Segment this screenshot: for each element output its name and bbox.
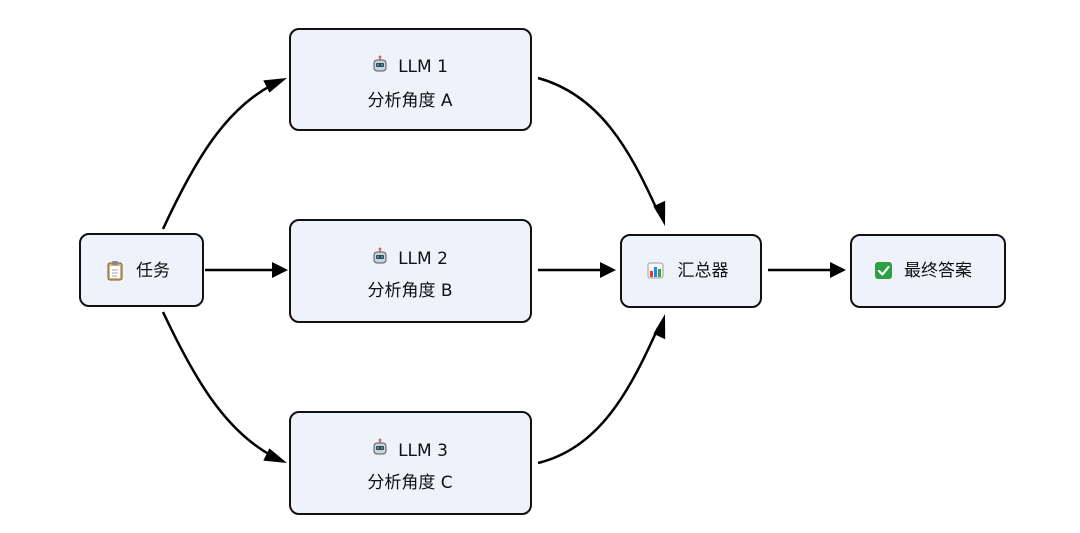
arrowhead-llm3-to-aggregator [653,314,666,340]
bar-chart-icon [647,262,664,279]
node-llm2: LLM 2 分析角度 B [289,219,532,323]
arrowhead-aggregator-to-final [830,262,846,278]
robot-icon [373,438,387,455]
edge-llm3-to-aggregator [537,327,660,465]
node-llm2-subtitle: 分析角度 B [367,281,452,301]
node-llm3-title: LLM 3 [398,441,448,461]
node-task-box [79,233,204,307]
check-mark-icon [875,262,892,279]
edge-llm1-to-aggregator [537,76,660,213]
arrowhead-task-to-llm2 [272,262,288,278]
node-llm1-subtitle: 分析角度 A [367,91,452,111]
robot-icon [373,247,387,264]
arrowhead-llm2-to-aggregator [600,262,616,278]
node-llm3-subtitle: 分析角度 C [367,473,452,493]
node-llm3: LLM 3 分析角度 C [289,411,532,515]
node-final: 最终答案 [850,234,1006,308]
node-final-label: 最终答案 [904,261,972,281]
node-final-box [850,234,1006,308]
node-llm1-title: LLM 1 [398,57,448,77]
node-llm1: LLM 1 分析角度 A [289,28,532,131]
clipboard-icon [107,261,123,281]
edge-task-to-llm3 [161,311,273,458]
node-aggregator-label: 汇总器 [678,261,729,281]
arrowhead-task-to-llm3 [263,448,287,463]
node-llm1-box [289,28,532,131]
node-llm3-box [289,411,532,515]
node-aggregator-box [620,234,762,308]
edge-task-to-llm1 [161,83,273,230]
robot-icon [373,55,387,72]
node-llm2-box [289,219,532,323]
node-task: 任务 [79,233,204,307]
node-llm2-title: LLM 2 [398,249,448,269]
arrowhead-llm1-to-aggregator [653,200,666,226]
node-aggregator: 汇总器 [620,234,762,308]
arrowhead-task-to-llm1 [263,78,287,93]
node-task-label: 任务 [136,261,170,281]
edges [161,76,846,465]
